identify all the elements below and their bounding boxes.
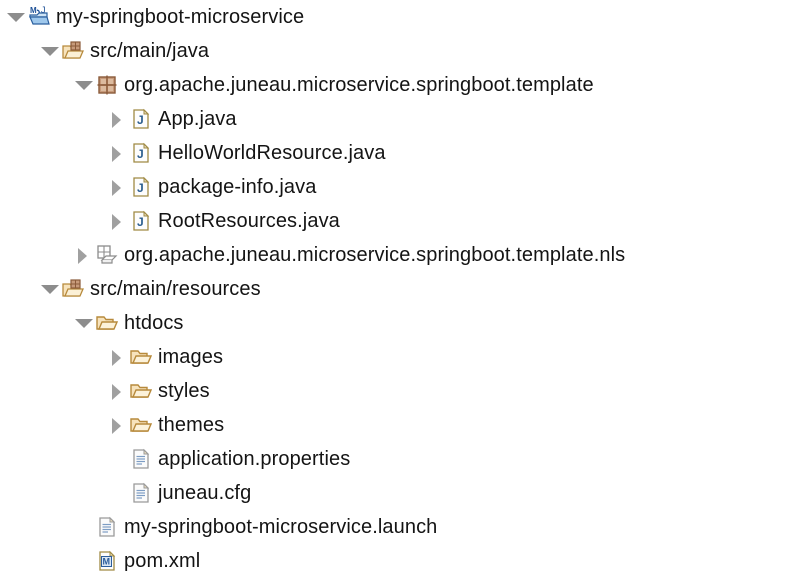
java-file-icon: J — [130, 142, 152, 164]
maven-pom-file-icon: M — [96, 550, 118, 572]
tree-row-label: images — [158, 346, 224, 368]
chevron-right-icon[interactable] — [106, 340, 130, 374]
chevron-right-icon[interactable] — [106, 136, 130, 170]
package-icon — [96, 74, 118, 96]
text-file-icon — [96, 516, 118, 538]
tree-row-label: src/main/java — [90, 40, 210, 62]
tree-row[interactable]: J HelloWorldResource.java — [0, 136, 800, 170]
tree-row-label: org.apache.juneau.microservice.springboo… — [124, 244, 626, 266]
svg-text:J: J — [137, 113, 144, 127]
text-file-icon — [130, 448, 152, 470]
empty-package-icon — [96, 244, 118, 266]
svg-text:J: J — [41, 6, 46, 15]
folder-icon — [130, 346, 152, 368]
svg-text:J: J — [137, 215, 144, 229]
tree-row[interactable]: application.properties — [0, 442, 800, 476]
twisty-spacer — [106, 442, 130, 476]
chevron-down-icon[interactable] — [72, 68, 96, 102]
tree-row-label: application.properties — [158, 448, 351, 470]
tree-row-label: RootResources.java — [158, 210, 340, 232]
folder-icon — [130, 380, 152, 402]
java-file-icon: J — [130, 210, 152, 232]
tree-row[interactable]: src/main/java — [0, 34, 800, 68]
twisty-spacer — [72, 510, 96, 544]
tree-row-label: App.java — [158, 108, 237, 130]
chevron-right-icon[interactable] — [106, 408, 130, 442]
tree-row[interactable]: M pom.xml — [0, 544, 800, 578]
chevron-down-icon[interactable] — [38, 34, 62, 68]
maven-java-project-icon: M J — [28, 6, 50, 28]
tree-row-label: org.apache.juneau.microservice.springboo… — [124, 74, 594, 96]
tree-row[interactable]: images — [0, 340, 800, 374]
source-folder-icon — [62, 40, 84, 62]
chevron-down-icon[interactable] — [38, 272, 62, 306]
tree-row[interactable]: themes — [0, 408, 800, 442]
twisty-spacer — [72, 544, 96, 578]
tree-row[interactable]: M J my-springboot-microservice — [0, 0, 800, 34]
tree-row-label: themes — [158, 414, 225, 436]
chevron-right-icon[interactable] — [106, 204, 130, 238]
tree-row[interactable]: styles — [0, 374, 800, 408]
svg-text:M: M — [30, 6, 37, 15]
tree-row-label: pom.xml — [124, 550, 201, 572]
chevron-right-icon[interactable] — [72, 238, 96, 272]
chevron-right-icon[interactable] — [106, 102, 130, 136]
folder-icon — [96, 312, 118, 334]
folder-icon — [130, 414, 152, 436]
text-file-icon — [130, 482, 152, 504]
svg-text:J: J — [137, 147, 144, 161]
java-file-icon: J — [130, 108, 152, 130]
chevron-right-icon[interactable] — [106, 170, 130, 204]
tree-row-label: juneau.cfg — [158, 482, 252, 504]
tree-row-label: styles — [158, 380, 210, 402]
tree-row[interactable]: J App.java — [0, 102, 800, 136]
svg-text:J: J — [137, 181, 144, 195]
tree-row-label: my-springboot-microservice.launch — [124, 516, 438, 538]
java-file-icon: J — [130, 176, 152, 198]
chevron-down-icon[interactable] — [4, 0, 28, 34]
svg-text:M: M — [103, 557, 111, 567]
tree-row[interactable]: J package-info.java — [0, 170, 800, 204]
tree-row-label: package-info.java — [158, 176, 317, 198]
tree-row[interactable]: juneau.cfg — [0, 476, 800, 510]
chevron-right-icon[interactable] — [106, 374, 130, 408]
tree-row-label: my-springboot-microservice — [56, 6, 305, 28]
tree-row[interactable]: src/main/resources — [0, 272, 800, 306]
twisty-spacer — [106, 476, 130, 510]
tree-row[interactable]: J RootResources.java — [0, 204, 800, 238]
tree-row[interactable]: my-springboot-microservice.launch — [0, 510, 800, 544]
tree-row-label: htdocs — [124, 312, 184, 334]
tree-row-label: HelloWorldResource.java — [158, 142, 386, 164]
tree-row[interactable]: org.apache.juneau.microservice.springboo… — [0, 238, 800, 272]
chevron-down-icon[interactable] — [72, 306, 96, 340]
source-folder-icon — [62, 278, 84, 300]
tree-row[interactable]: org.apache.juneau.microservice.springboo… — [0, 68, 800, 102]
tree-row[interactable]: htdocs — [0, 306, 800, 340]
tree-row-label: src/main/resources — [90, 278, 261, 300]
